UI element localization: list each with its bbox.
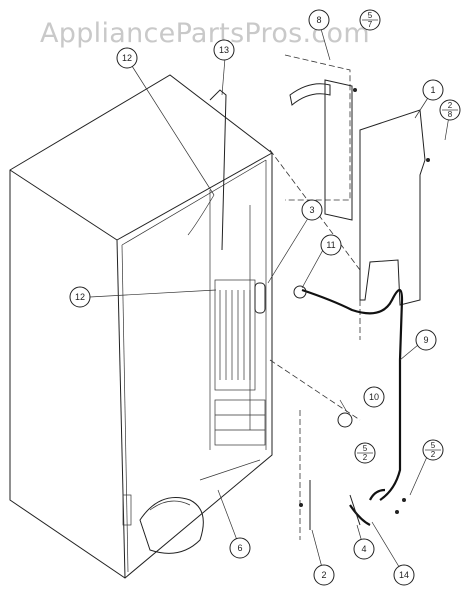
- callout-8: 8: [308, 9, 330, 31]
- fraction-callout-top: 5 7: [359, 9, 381, 31]
- callout-13: 13: [213, 39, 235, 61]
- callout-14: 14: [393, 564, 415, 586]
- svg-text:1: 1: [430, 85, 435, 95]
- leader-lines: [89, 21, 451, 576]
- fraction-callout-low: 5 2: [422, 439, 444, 461]
- part-8-panel: [324, 79, 353, 221]
- part-3: [254, 282, 266, 314]
- callout-4: 4: [353, 538, 375, 560]
- callout-3: 3: [301, 199, 323, 221]
- svg-text:8: 8: [316, 15, 321, 25]
- refrigerator-cabinet: [9, 74, 273, 579]
- callout-11: 11: [320, 234, 342, 256]
- svg-text:12: 12: [75, 292, 85, 302]
- part-9-tubing: [301, 288, 404, 501]
- callout-12-mid: 12: [69, 286, 91, 308]
- svg-text:13: 13: [219, 45, 229, 55]
- svg-text:5: 5: [431, 441, 436, 450]
- callout-10: 10: [363, 386, 385, 408]
- svg-text:2: 2: [431, 450, 436, 459]
- svg-text:2: 2: [363, 453, 368, 462]
- screws: [299, 88, 430, 514]
- callout-1: 1: [422, 79, 444, 101]
- svg-text:5: 5: [363, 444, 368, 453]
- svg-text:5: 5: [368, 11, 373, 20]
- part-8-bracket: [289, 83, 331, 106]
- part-1-panel: [359, 109, 426, 306]
- callout-12-top: 12: [116, 47, 138, 69]
- rear-panel: [122, 89, 266, 554]
- svg-text:3: 3: [309, 205, 314, 215]
- svg-text:10: 10: [369, 392, 379, 402]
- svg-text:6: 6: [237, 543, 242, 553]
- svg-text:2: 2: [448, 101, 453, 110]
- svg-text:14: 14: [399, 570, 409, 580]
- svg-text:7: 7: [368, 20, 373, 29]
- svg-text:12: 12: [122, 53, 132, 63]
- svg-text:11: 11: [326, 240, 335, 250]
- exploded-panels: [269, 54, 361, 540]
- callout-9: 9: [415, 329, 437, 351]
- part-11-fitting: [293, 285, 307, 299]
- part-4-bolt: [349, 494, 361, 526]
- callout-6: 6: [229, 537, 251, 559]
- part-10-fitting: [337, 412, 353, 428]
- fraction-callout-right: 2 8: [439, 99, 461, 121]
- svg-text:2: 2: [321, 570, 326, 580]
- part-14-tube: [349, 488, 386, 526]
- svg-text:8: 8: [448, 110, 453, 119]
- callout-2: 2: [313, 564, 335, 586]
- svg-text:4: 4: [361, 544, 366, 554]
- fraction-callout-mid: 5 2: [354, 442, 376, 464]
- svg-text:9: 9: [423, 335, 428, 345]
